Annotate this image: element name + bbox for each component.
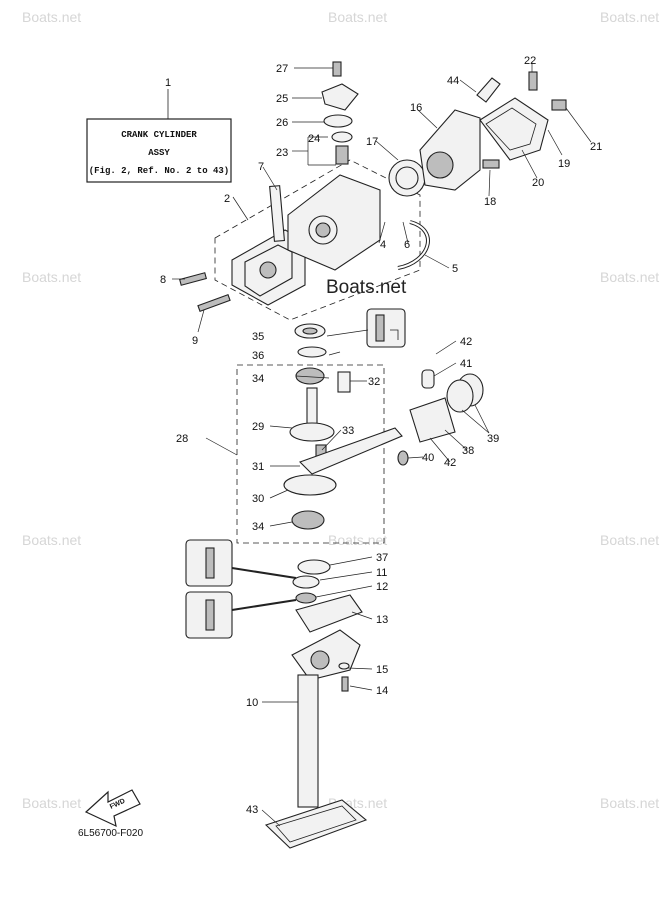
group-outlines xyxy=(214,159,421,544)
title-line-1: CRANK CYLINDER xyxy=(121,130,197,140)
watermark-center: Boats.net xyxy=(326,277,407,298)
callout-10: 10 xyxy=(246,697,258,709)
lower-gaskets xyxy=(185,539,363,639)
callout-19: 19 xyxy=(558,158,570,170)
callout-5: 5 xyxy=(452,263,458,275)
callout-labels: 1 2 4 5 6 7 8 9 10 11 12 13 14 15 16 17 … xyxy=(160,55,602,816)
callout-1: 1 xyxy=(165,77,171,89)
callout-26: 26 xyxy=(276,117,288,129)
callout-30: 30 xyxy=(252,493,264,505)
callout-33: 33 xyxy=(342,425,354,437)
callout-41: 41 xyxy=(460,358,472,370)
callout-16: 16 xyxy=(410,102,422,114)
watermark: Boats.net xyxy=(328,532,387,548)
fwd-arrow-icon: FWD xyxy=(84,789,141,828)
callout-9: 9 xyxy=(192,335,198,347)
callout-8: 8 xyxy=(160,274,166,286)
watermark: Boats.net xyxy=(22,795,81,811)
callout-37: 37 xyxy=(376,552,388,564)
callout-34-top: 34 xyxy=(252,373,264,385)
callout-43: 43 xyxy=(246,804,258,816)
callout-40: 40 xyxy=(422,452,434,464)
watermarks: Boats.net Boats.net Boats.net Boats.net … xyxy=(22,9,659,811)
watermark: Boats.net xyxy=(600,532,659,548)
driveshaft-housing xyxy=(291,629,361,808)
callout-29: 29 xyxy=(252,421,264,433)
callout-28: 28 xyxy=(176,433,188,445)
callout-22: 22 xyxy=(524,55,536,67)
callout-31: 31 xyxy=(252,461,264,473)
watermark: Boats.net xyxy=(600,795,659,811)
callout-18: 18 xyxy=(484,196,496,208)
callout-24: 24 xyxy=(308,133,320,145)
callout-4: 4 xyxy=(380,239,386,251)
watermark: Boats.net xyxy=(22,269,81,285)
callout-11: 11 xyxy=(376,567,387,579)
callout-36: 36 xyxy=(252,350,264,362)
oil-seals xyxy=(294,308,406,358)
callout-15: 15 xyxy=(376,664,388,676)
callout-38: 38 xyxy=(462,445,474,457)
top-cover-parts xyxy=(321,61,359,165)
title-line-2: ASSY xyxy=(148,148,170,158)
cylinder-head-assembly xyxy=(388,71,567,197)
callout-6: 6 xyxy=(404,239,410,251)
crankshaft-assembly xyxy=(283,367,403,530)
crankcase-assembly xyxy=(231,174,381,306)
title-box: CRANK CYLINDER ASSY (Fig. 2, Ref. No. 2 … xyxy=(86,89,232,183)
callout-17: 17 xyxy=(366,136,378,148)
callout-12: 12 xyxy=(376,581,388,593)
callout-42-top: 42 xyxy=(460,336,472,348)
callout-21: 21 xyxy=(590,141,602,153)
watermark: Boats.net xyxy=(600,9,659,25)
callout-20: 20 xyxy=(532,177,544,189)
callout-35: 35 xyxy=(252,331,264,343)
callout-44: 44 xyxy=(447,75,459,87)
callout-39: 39 xyxy=(487,433,499,445)
watermark: Boats.net xyxy=(22,532,81,548)
callout-27: 27 xyxy=(276,63,288,75)
leader-lines xyxy=(172,62,592,827)
callout-2: 2 xyxy=(224,193,230,205)
title-line-3: (Fig. 2, Ref. No. 2 to 43) xyxy=(89,166,229,176)
watermark: Boats.net xyxy=(328,9,387,25)
callout-23: 23 xyxy=(276,147,288,159)
watermark: Boats.net xyxy=(22,9,81,25)
figure-code: 6L56700-F020 xyxy=(78,828,143,839)
callout-14: 14 xyxy=(376,685,388,697)
callout-25: 25 xyxy=(276,93,288,105)
callout-32: 32 xyxy=(368,376,380,388)
piston-assembly xyxy=(397,369,484,466)
callout-34-bottom: 34 xyxy=(252,521,264,533)
callout-13: 13 xyxy=(376,614,388,626)
watermark: Boats.net xyxy=(600,269,659,285)
callout-42-bottom: 42 xyxy=(444,457,456,469)
callout-7: 7 xyxy=(258,161,264,173)
